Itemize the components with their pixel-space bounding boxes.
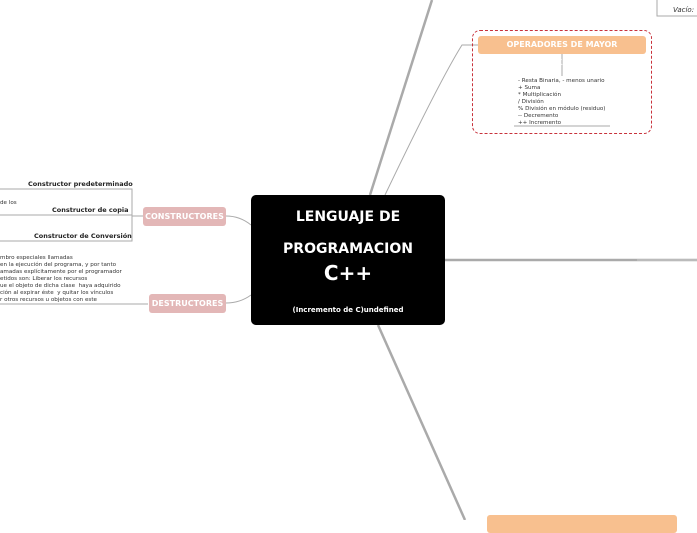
- bottom-node[interactable]: [487, 515, 677, 533]
- central-topic[interactable]: LENGUAJE DE PROGRAMACION C++ (Incremento…: [251, 195, 445, 325]
- constructor-text-fragment: de los: [0, 200, 17, 206]
- destructores-description: mbro especiales llamadas en la ejecución…: [0, 255, 122, 303]
- central-subtitle: (Incremento de C)undefined: [292, 306, 404, 314]
- constructor-copia[interactable]: Constructor de copia: [52, 206, 129, 214]
- corner-label: Vacío:: [673, 6, 695, 14]
- operadores-node[interactable]: OPERADORES DE MAYOR UTILIZACION: [478, 36, 646, 67]
- central-title-line2: PROGRAMACION: [283, 241, 413, 257]
- central-title-line1: LENGUAJE DE: [295, 209, 401, 225]
- constructor-conversion[interactable]: Constructor de Conversión: [34, 232, 132, 240]
- constructores-node[interactable]: CONSTRUCTORES: [143, 207, 226, 226]
- constructor-predeterminado[interactable]: Constructor predeterminado: [28, 180, 133, 188]
- central-title-line3: C++: [323, 261, 373, 285]
- operators-list: - Resta Binaria, - menos unario + Suma *…: [518, 78, 606, 126]
- operators-group-frame: [472, 30, 652, 134]
- connector-lines: [0, 0, 697, 520]
- destructores-node[interactable]: DESTRUCTORES: [149, 294, 226, 313]
